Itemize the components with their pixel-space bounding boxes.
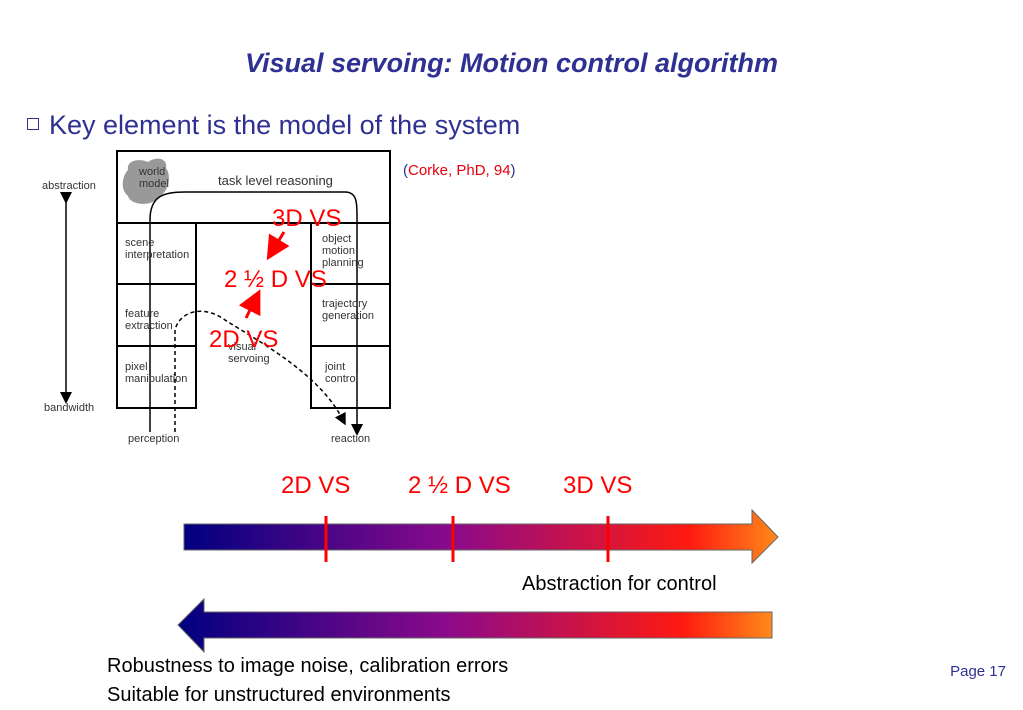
page-number: Page 17 [950, 663, 1006, 680]
visual-servoing-label: visual servoing [228, 341, 270, 365]
abstraction-label: abstraction [42, 180, 96, 192]
scale-label-3d: 3D VS [563, 472, 633, 499]
bullet-text: Key element is the model of the system [49, 110, 521, 140]
citation: (Corke, PhD, 94) [403, 162, 516, 179]
bandwidth-label: bandwidth [44, 402, 95, 414]
scene-interpretation-label: scene interpretation [125, 237, 190, 261]
robustness-line-1: Robustness to image noise, calibration e… [107, 655, 509, 677]
task-level-label: task level reasoning [218, 173, 333, 188]
red-arrow-2d-to-25d [238, 289, 261, 319]
object-motion-label: object motion planning [322, 233, 364, 269]
feature-extraction-label: feature extraction [125, 308, 173, 332]
robustness-line-2: Suitable for unstructured environments [107, 684, 451, 706]
robustness-caption: Robustness to image noise, calibration e… [107, 652, 508, 710]
trajectory-label: trajectory generation [322, 298, 374, 322]
overlay-2d-vs: 2D VS [209, 326, 279, 353]
diagram-boxes [116, 150, 391, 409]
scale-label-2d: 2D VS [281, 472, 351, 499]
overlay-3d-vs: 3D VS [272, 205, 342, 232]
perception-label: perception [128, 433, 180, 445]
world-model-blob [122, 158, 169, 204]
perception-reaction-path [149, 191, 363, 436]
joint-control-label: joint control [325, 361, 359, 385]
visual-servoing-path [174, 310, 346, 432]
pixel-manipulation-label: pixel manipulation [125, 361, 188, 385]
overlay-25d-vs: 2 ½ D VS [224, 266, 327, 293]
citation-text: Corke, PhD, 94 [408, 162, 511, 179]
world-model-label: world model [139, 166, 169, 190]
abstraction-arrow [183, 508, 779, 565]
bullet-item: Key element is the model of the system [27, 110, 520, 141]
abstraction-caption: Abstraction for control [522, 573, 717, 595]
robustness-arrow [177, 597, 773, 654]
scale-label-25d: 2 ½ D VS [408, 472, 511, 499]
slide-title: Visual servoing: Motion control algorith… [244, 48, 779, 78]
square-bullet-icon [27, 117, 39, 130]
reaction-label: reaction [331, 433, 371, 445]
red-arrow-3d-to-25d [266, 231, 290, 261]
